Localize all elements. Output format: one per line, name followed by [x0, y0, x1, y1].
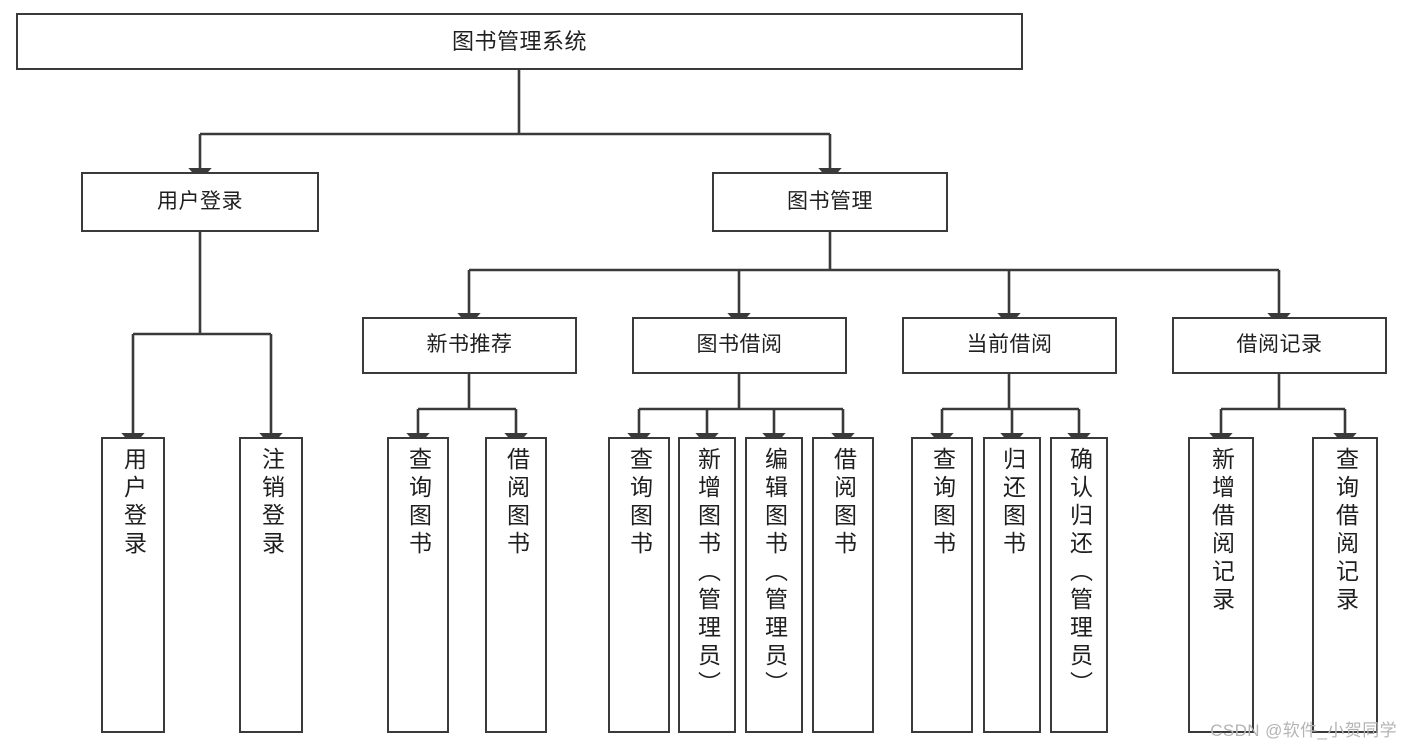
leaf-add-borrow-record: 新增借阅记录: [1188, 437, 1254, 733]
node-root-system-label: 图书管理系统: [451, 28, 587, 54]
leaf-borrow-book-a: 借阅图书: [485, 437, 547, 733]
leaf-query-book-c: 查询图书: [911, 437, 973, 733]
leaf-user-login-label: 用户登录: [120, 447, 147, 559]
node-book-borrow-label: 图书借阅: [696, 333, 783, 357]
leaf-query-borrow-record: 查询借阅记录: [1312, 437, 1378, 733]
node-current-borrow-label: 当前借阅: [966, 333, 1053, 357]
node-book-management: 图书管理: [712, 172, 948, 232]
leaf-query-book-a-label: 查询图书: [405, 447, 432, 559]
csdn-watermark: CSDN @软件_小贺同学: [1210, 721, 1397, 740]
node-root-system: 图书管理系统: [16, 13, 1023, 70]
node-book-management-label: 图书管理: [787, 189, 873, 213]
leaf-query-book-c-label: 查询图书: [929, 447, 956, 559]
leaf-logout-label: 注销登录: [258, 447, 285, 559]
leaf-query-book-b-label: 查询图书: [626, 447, 653, 559]
leaf-query-book-b: 查询图书: [608, 437, 670, 733]
node-borrow-record: 借阅记录: [1172, 317, 1387, 374]
leaf-return-book: 归还图书: [983, 437, 1041, 733]
node-current-borrow: 当前借阅: [902, 317, 1117, 374]
node-user-login: 用户登录: [81, 172, 319, 232]
leaf-edit-book-admin: 编辑图书（管理员）: [745, 437, 803, 733]
leaf-return-book-label: 归还图书: [999, 447, 1026, 559]
leaf-query-borrow-record-label: 查询借阅记录: [1332, 447, 1359, 615]
leaf-user-login: 用户登录: [101, 437, 165, 733]
leaf-add-book-admin-label: 新增图书（管理员）: [694, 447, 721, 699]
leaf-add-book-admin: 新增图书（管理员）: [678, 437, 736, 733]
node-user-login-label: 用户登录: [157, 189, 243, 213]
node-borrow-record-label: 借阅记录: [1236, 333, 1323, 357]
node-new-book-recommend: 新书推荐: [362, 317, 577, 374]
leaf-borrow-book-b: 借阅图书: [812, 437, 874, 733]
leaf-query-book-a: 查询图书: [387, 437, 449, 733]
leaf-confirm-return-admin-label: 确认归还（管理员）: [1066, 447, 1093, 699]
leaf-confirm-return-admin: 确认归还（管理员）: [1050, 437, 1108, 733]
node-new-book-recommend-label: 新书推荐: [426, 333, 513, 357]
leaf-borrow-book-b-label: 借阅图书: [830, 447, 857, 559]
node-book-borrow: 图书借阅: [632, 317, 847, 374]
leaf-edit-book-admin-label: 编辑图书（管理员）: [761, 447, 788, 699]
leaf-logout: 注销登录: [239, 437, 303, 733]
leaf-add-borrow-record-label: 新增借阅记录: [1208, 447, 1235, 615]
leaf-borrow-book-a-label: 借阅图书: [503, 447, 530, 559]
